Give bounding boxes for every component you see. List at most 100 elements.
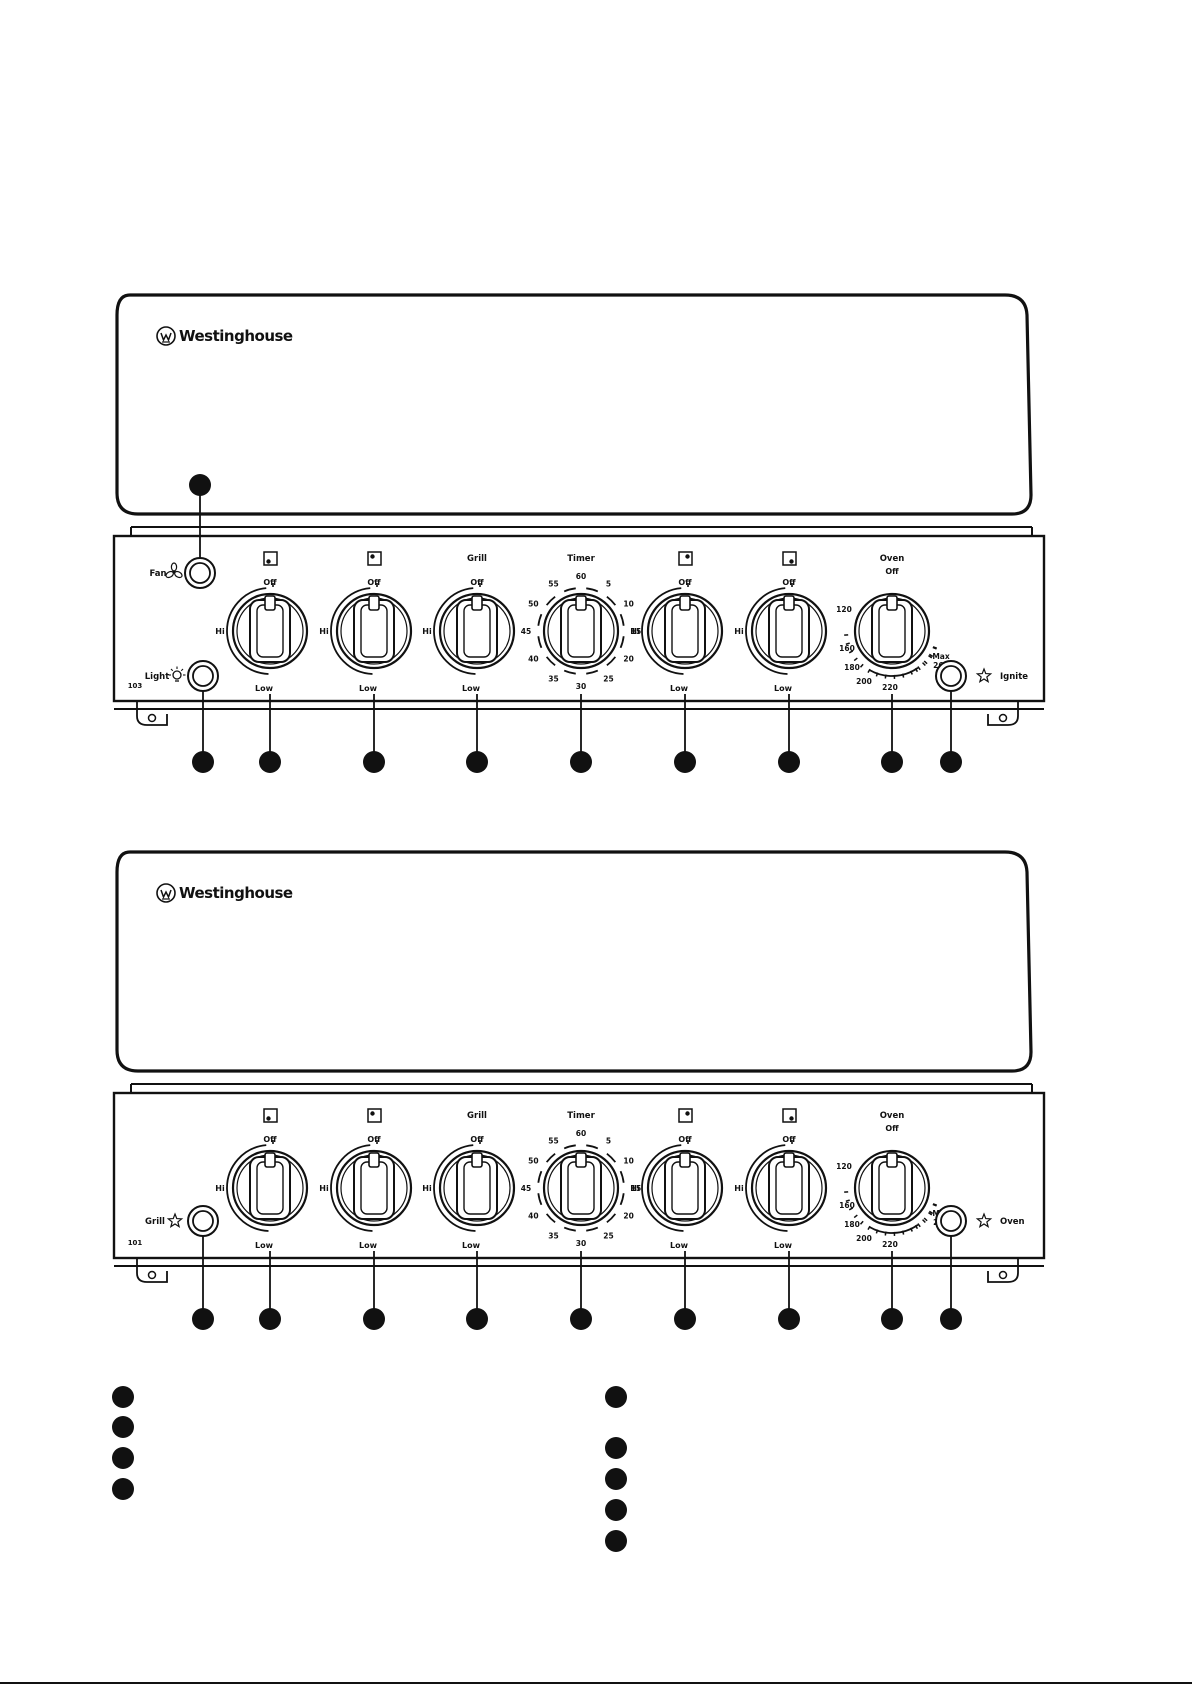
hi-label: Hi [734, 1184, 744, 1193]
burner-position-icon-3 [783, 1109, 796, 1122]
knob-pointer [369, 596, 379, 610]
off-label: Off [367, 578, 381, 587]
control-panel-1: WestinghouseOffHiLowOffHiLowGrillOffHiLo… [114, 295, 1044, 773]
off-label: Off [678, 1135, 692, 1144]
hi-label: Hi [630, 1184, 640, 1193]
knob-pointer [576, 1153, 586, 1167]
model-number: 101 [128, 1239, 143, 1247]
callout-dot [674, 1308, 696, 1330]
timer-mark-label: 30 [576, 1239, 586, 1248]
callout-knob-4 [674, 694, 696, 773]
callout-dot [570, 751, 592, 773]
callout-dot [940, 751, 962, 773]
timer-mark-label: 40 [528, 655, 538, 664]
right-button-label: Oven [1000, 1217, 1025, 1227]
callout-dot [466, 751, 488, 773]
callout-knob-2 [466, 694, 488, 773]
callout-light [192, 691, 214, 773]
burner-position-dot [789, 1116, 793, 1120]
callout-dot [940, 1308, 962, 1330]
brand-name: Westinghouse [179, 327, 293, 345]
off-label: Off [470, 578, 484, 587]
legend-bullet [112, 1416, 134, 1438]
knob-pointer [887, 1153, 897, 1167]
panels-layer: WestinghouseOffHiLowOffHiLowGrillOffHiLo… [114, 295, 1044, 1330]
low-label: Low [670, 1241, 689, 1250]
oven-mark-label: 220 [882, 683, 898, 692]
knob-pointer [680, 596, 690, 610]
timer-mark-label: 10 [623, 600, 633, 609]
button-inner [941, 1211, 961, 1231]
oven-off-label: Off [885, 1124, 899, 1133]
callout-knob-0 [259, 694, 281, 773]
timer-mark-label: 5 [606, 579, 611, 588]
knob-pointer [265, 596, 275, 610]
burner-position-square [368, 1109, 381, 1122]
burner-position-square [679, 552, 692, 565]
burner-knob [337, 1151, 411, 1225]
low-label: Low [255, 1241, 274, 1250]
low-label: Low [359, 684, 378, 693]
low-label: Low [462, 1241, 481, 1250]
oven-knob [855, 594, 929, 668]
callout-dot [570, 1308, 592, 1330]
timer-label: Timer [567, 554, 595, 564]
legend-bullet [605, 1530, 627, 1552]
oven-mark-label: 120 [836, 605, 852, 614]
grill-label: Grill [467, 1111, 487, 1121]
knob-pointer [784, 596, 794, 610]
left-button-label: Light [145, 672, 170, 682]
bracket-hole [1000, 1272, 1007, 1279]
burner-knob [337, 594, 411, 668]
callout-knob-0 [259, 1251, 281, 1330]
oven-mark-label: 200 [856, 677, 872, 686]
hi-label: Hi [215, 627, 225, 636]
timer-mark-label: 25 [603, 1232, 613, 1241]
legend-bullet [112, 1447, 134, 1469]
knob-pointer [887, 596, 897, 610]
fan-button [185, 558, 215, 588]
callout-dot [192, 1308, 214, 1330]
timer-mark-label: 20 [623, 655, 633, 664]
callout-knob-3 [570, 1251, 592, 1330]
hi-label: Hi [319, 1184, 329, 1193]
burner-knob [440, 1151, 514, 1225]
low-label: Low [774, 1241, 793, 1250]
oven-mark-label: 200 [856, 1234, 872, 1243]
timer-mark-label: 40 [528, 1212, 538, 1221]
callout-knob-5 [778, 1251, 800, 1330]
knob-pointer [472, 596, 482, 610]
callout-knob-1 [363, 694, 385, 773]
legend-layer [0, 1386, 1192, 1683]
callout-dot [189, 474, 211, 496]
burner-position-icon-0 [264, 1109, 277, 1122]
burner-position-square [679, 1109, 692, 1122]
callout-knob-6 [881, 694, 903, 773]
oven-mark-label: 120 [836, 1162, 852, 1171]
oven-mark-label: 180 [844, 663, 860, 672]
low-label: Low [462, 684, 481, 693]
timer-mark-label: 55 [548, 579, 558, 588]
left-button-label: Grill [145, 1217, 165, 1227]
right-button [936, 661, 966, 691]
oven-off-label: Off [885, 567, 899, 576]
low-label: Low [670, 684, 689, 693]
timer-knob [544, 594, 618, 668]
callout-dot [881, 751, 903, 773]
legend-bullet [605, 1499, 627, 1521]
burner-position-icon-1 [368, 1109, 381, 1122]
burner-position-icon-0 [264, 552, 277, 565]
model-number: 103 [128, 682, 143, 690]
burner-knob [233, 1151, 307, 1225]
timer-mark-label: 5 [606, 1136, 611, 1145]
burner-position-square [264, 1109, 277, 1122]
burner-position-square [783, 552, 796, 565]
callout-dot [192, 751, 214, 773]
fan-label: Fan [149, 569, 166, 579]
brand-name: Westinghouse [179, 884, 293, 902]
timer-mark-label: 35 [548, 675, 558, 684]
callout-knob-1 [363, 1251, 385, 1330]
callout-knob-6 [881, 1251, 903, 1330]
low-label: Low [359, 1241, 378, 1250]
